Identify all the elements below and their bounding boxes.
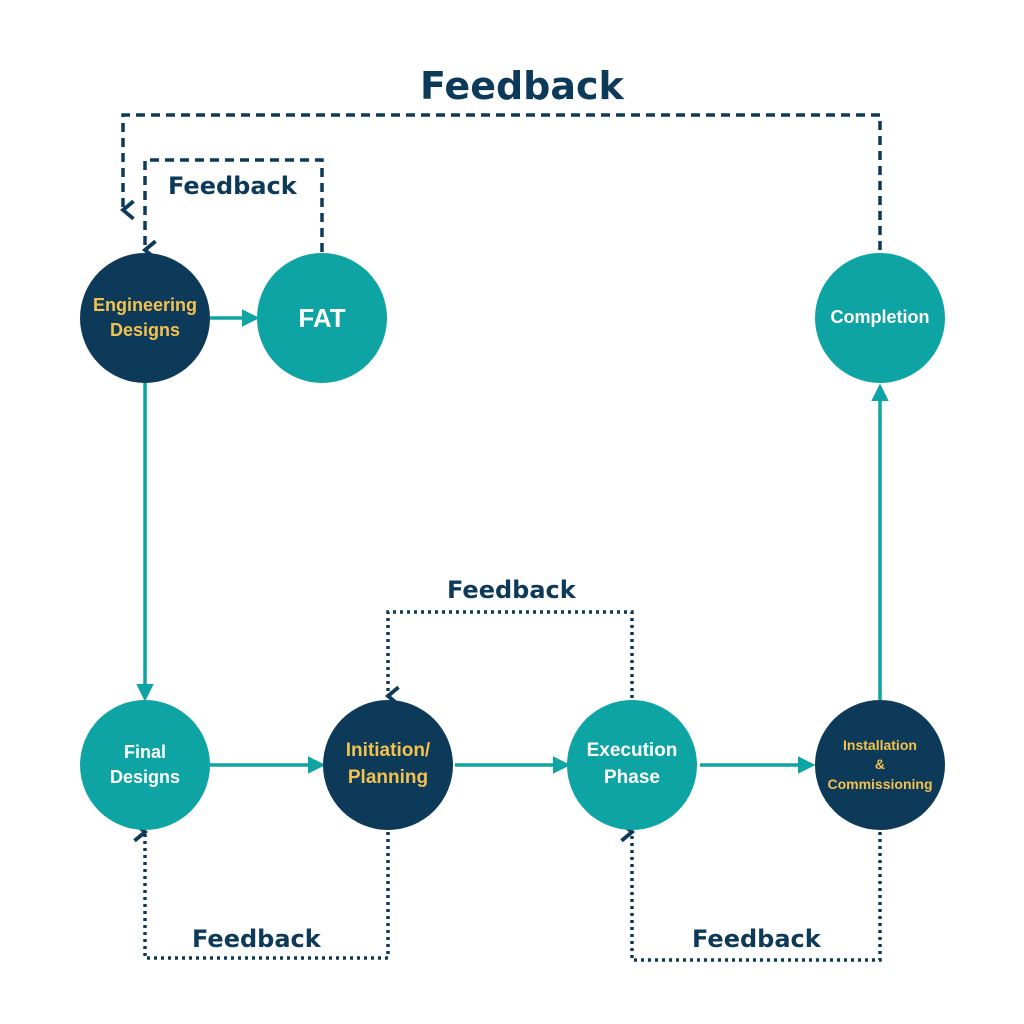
feedback-loop-bottom-left — [133, 821, 390, 960]
initiation-planning-line2: Planning — [347, 767, 429, 788]
node-execution-phase: Execution Phase — [567, 700, 697, 830]
feedback-loop-middle — [384, 610, 634, 707]
feedback-label-eng-fat: Feedback — [168, 172, 297, 200]
node-initiation-planning: Initiation/ Planning — [323, 700, 453, 830]
node-fat: FAT — [257, 253, 387, 383]
feedback-loop-top — [119, 113, 882, 250]
installation-line2: & — [874, 756, 886, 773]
node-completion: Completion — [815, 253, 945, 383]
node-circle-fat — [257, 253, 387, 383]
node-circle-engineering-designs — [80, 253, 210, 383]
node-circle-installation-commissioning — [815, 700, 945, 830]
node-engineering-designs: Engineering Designs — [80, 253, 210, 383]
installation-line3: Commissioning — [827, 775, 933, 792]
feedback-loop-eng-fat — [141, 158, 324, 261]
feedback-label-bottom-left: Feedback — [192, 925, 321, 953]
feedback-label-bottom-right: Feedback — [692, 925, 821, 953]
initiation-planning-line1: Initiation/ — [345, 740, 431, 762]
feedback-loop-bottom-right — [620, 821, 882, 962]
node-circle-completion — [815, 253, 945, 383]
feedback-label-middle: Feedback — [447, 576, 576, 604]
node-final-designs: Final Designs — [80, 700, 210, 830]
node-installation-commissioning: Installation & Commissioning — [815, 700, 945, 830]
execution-phase-line1: Execution — [586, 740, 678, 762]
final-designs-line1: Final — [123, 741, 166, 762]
node-circle-execution-phase — [567, 700, 697, 830]
node-circle-initiation-planning — [323, 700, 453, 830]
feedback-label-top: Feedback — [420, 64, 624, 108]
engineering-designs-line1: Engineering — [92, 294, 197, 315]
engineering-designs-line2: Designs — [109, 320, 180, 340]
installation-line1: Installation — [843, 736, 917, 753]
node-circle-final-designs — [80, 700, 210, 830]
execution-phase-line2: Phase — [604, 767, 660, 788]
completion-label: Completion — [830, 307, 930, 328]
final-designs-line2: Designs — [109, 767, 181, 787]
fat-label: FAT — [298, 302, 346, 333]
